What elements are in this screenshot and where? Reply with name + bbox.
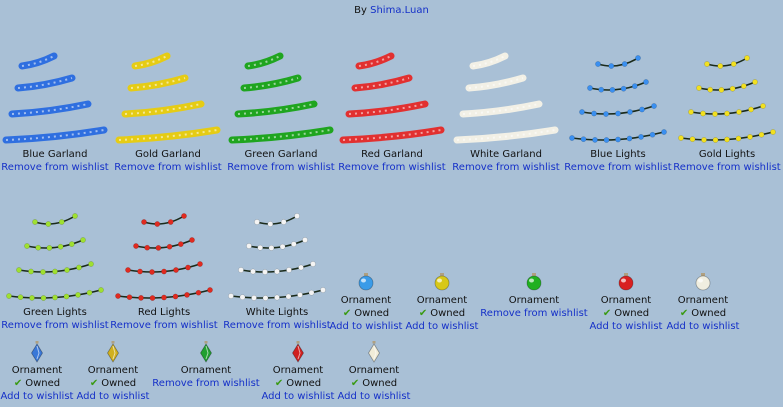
ornament-drop-icon — [0, 340, 92, 364]
wishlist-link[interactable]: Add to wishlist — [337, 391, 411, 402]
item-name: Ornament — [11, 365, 63, 376]
ornament-ball-icon — [311, 270, 421, 294]
ornament-drop-icon — [151, 340, 261, 364]
checkmark-icon: ✔ — [350, 378, 360, 389]
item-name: Red Garland — [361, 149, 423, 160]
item-name: White Lights — [245, 307, 309, 318]
garland-icon — [0, 28, 110, 148]
string-lights-icon — [222, 186, 332, 306]
owned-status: ✔Owned — [679, 308, 727, 319]
item-name: Ornament — [87, 365, 139, 376]
item-name: White Garland — [470, 149, 542, 160]
wishlist-link[interactable]: Add to wishlist — [405, 321, 479, 332]
ornament-ball-icon — [648, 270, 758, 294]
garland-icon — [451, 28, 561, 148]
owned-status: ✔Owned — [274, 378, 322, 389]
wishlist-link[interactable]: Remove from wishlist — [223, 320, 331, 331]
item-name: Blue Lights — [590, 149, 646, 160]
item-name: Ornament — [600, 295, 652, 306]
string-lights-icon — [563, 28, 673, 148]
wishlist-link[interactable]: Remove from wishlist — [114, 162, 222, 173]
string-lights-icon — [109, 186, 219, 306]
wishlist-link[interactable]: Remove from wishlist — [110, 320, 218, 331]
wishlist-link[interactable]: Remove from wishlist — [1, 320, 109, 331]
wishlist-link[interactable]: Add to wishlist — [0, 391, 74, 402]
item-name: Green Lights — [23, 307, 87, 318]
owned-status: ✔Owned — [13, 378, 61, 389]
wishlist-link[interactable]: Remove from wishlist — [452, 162, 560, 173]
ornament-ball-icon — [479, 270, 589, 294]
wishlist-link[interactable]: Add to wishlist — [589, 321, 663, 332]
wishlist-link[interactable]: Add to wishlist — [329, 321, 403, 332]
credit-prefix: By — [354, 5, 371, 16]
item-name: Ornament — [272, 365, 324, 376]
wishlist-link[interactable]: Add to wishlist — [666, 321, 740, 332]
owned-status: ✔Owned — [89, 378, 137, 389]
owned-status: ✔Owned — [350, 378, 398, 389]
item-name: Ornament — [180, 365, 232, 376]
wishlist-link[interactable]: Add to wishlist — [76, 391, 150, 402]
wishlist-link[interactable]: Remove from wishlist — [480, 308, 588, 319]
checkmark-icon: ✔ — [602, 308, 612, 319]
string-lights-icon — [672, 28, 782, 148]
owned-status: ✔Owned — [602, 308, 650, 319]
wishlist-link[interactable]: Add to wishlist — [261, 391, 335, 402]
checkmark-icon: ✔ — [89, 378, 99, 389]
wishlist-link[interactable]: Remove from wishlist — [152, 378, 260, 389]
checkmark-icon: ✔ — [13, 378, 23, 389]
ornament-drop-icon — [319, 340, 429, 364]
garland-icon — [337, 28, 447, 148]
ornament-ball-icon — [571, 270, 681, 294]
item-name: Blue Garland — [22, 149, 88, 160]
wishlist-link[interactable]: Remove from wishlist — [564, 162, 672, 173]
owned-status: ✔Owned — [418, 308, 466, 319]
wishlist-link[interactable]: Remove from wishlist — [1, 162, 109, 173]
checkmark-icon: ✔ — [679, 308, 689, 319]
item-name: Green Garland — [244, 149, 318, 160]
wishlist-link[interactable]: Remove from wishlist — [673, 162, 781, 173]
credit-line: By Shima.Luan — [0, 5, 783, 16]
string-lights-icon — [0, 186, 110, 306]
item-name: Red Lights — [137, 307, 191, 318]
author-link[interactable]: Shima.Luan — [370, 5, 429, 16]
checkmark-icon: ✔ — [418, 308, 428, 319]
item-name: Ornament — [416, 295, 468, 306]
wishlist-link[interactable]: Remove from wishlist — [338, 162, 446, 173]
checkmark-icon: ✔ — [342, 308, 352, 319]
item-name: Gold Lights — [698, 149, 756, 160]
item-name: Gold Garland — [135, 149, 201, 160]
item-name: Ornament — [508, 295, 560, 306]
item-name: Ornament — [348, 365, 400, 376]
item-name: Ornament — [340, 295, 392, 306]
garland-icon — [226, 28, 336, 148]
checkmark-icon: ✔ — [274, 378, 284, 389]
wishlist-link[interactable]: Remove from wishlist — [227, 162, 335, 173]
owned-status: ✔Owned — [342, 308, 390, 319]
ornament-ball-icon — [387, 270, 497, 294]
item-name: Ornament — [677, 295, 729, 306]
garland-icon — [113, 28, 223, 148]
ornament-drop-icon — [58, 340, 168, 364]
ornament-drop-icon — [243, 340, 353, 364]
